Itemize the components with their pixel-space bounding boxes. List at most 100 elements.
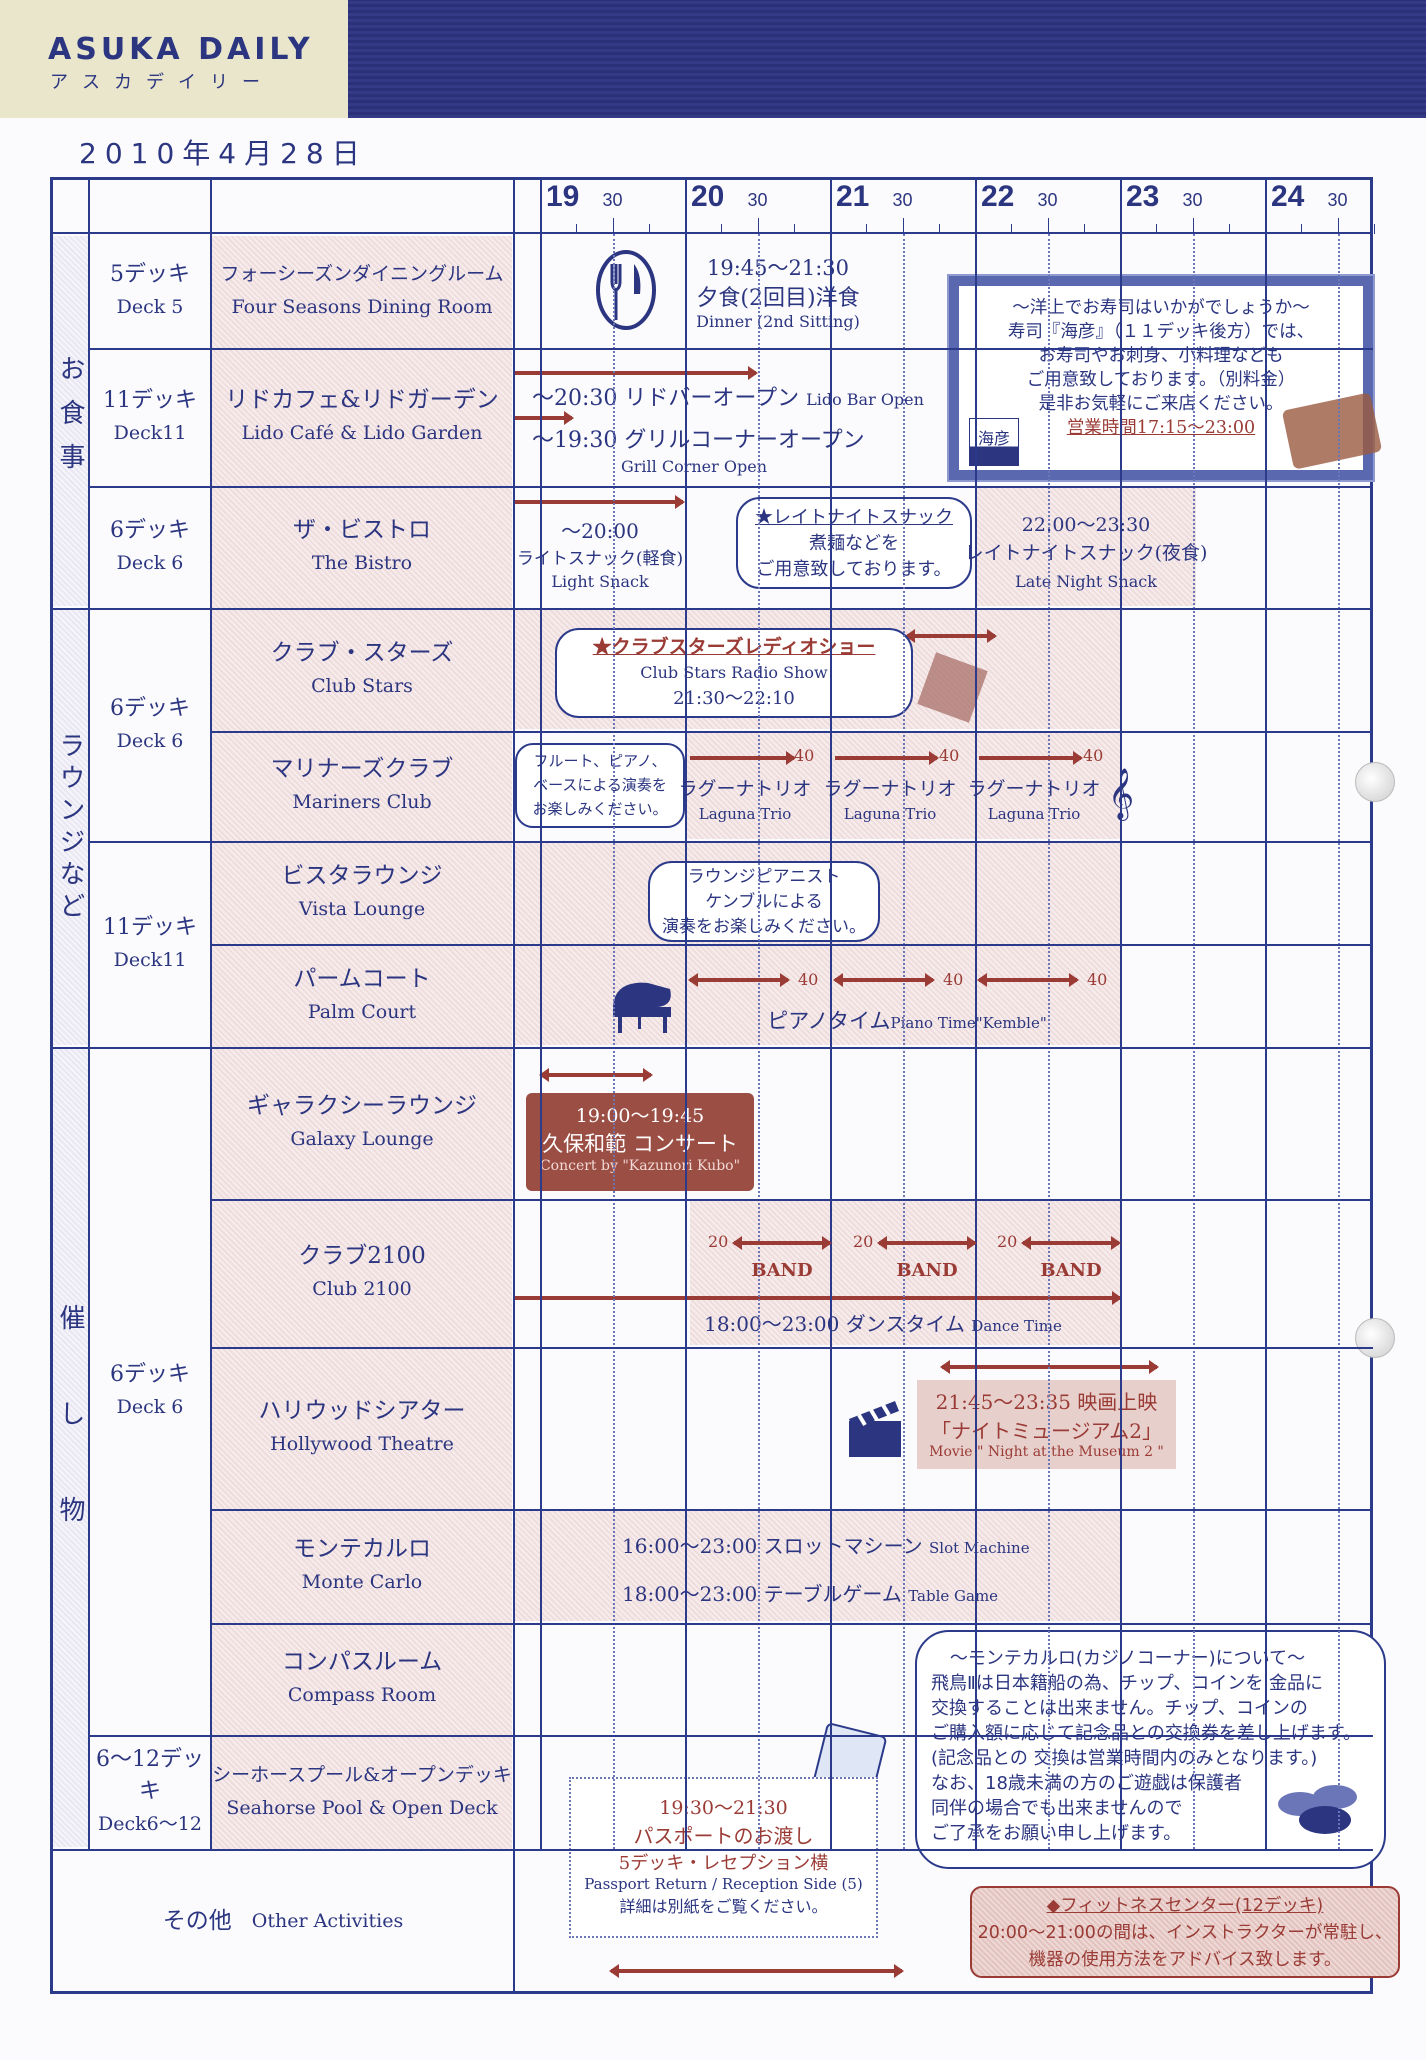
deck-en: Deck6〜12 [98,1813,202,1835]
hour-line [1120,177,1122,1849]
venue-cell-shade [212,946,512,1047]
venue-jp: ビスタラウンジ [281,862,443,889]
time-label: 30 [1327,190,1348,210]
row-divider [50,608,1373,610]
casino-note-title: 〜モンテカルロ(カジノコーナー)について〜 [949,1648,1306,1669]
casino-note-line: 同伴の場合でも出来ませんので [931,1798,1183,1819]
time-tick [1156,224,1158,234]
slot-jp: 16:00〜23:00 スロットマシーン [622,1534,923,1558]
grill-jp: 〜19:30 グリルコーナーオープン [532,428,865,453]
venue-en: Vista Lounge [298,897,426,920]
venue-cell-shade [212,1349,512,1509]
venue-en: Lido Café & Lido Garden [241,422,483,444]
slot-en: Slot Machine [929,1539,1030,1557]
fitness-box: ◆フィットネスセンター(12デッキ) 20:00〜21:00の間は、インストラク… [970,1886,1400,1978]
row-divider [88,486,1373,488]
bubble-line: 演奏をお楽しみください。 [662,917,866,937]
deck-jp: 6デッキ [110,1362,190,1387]
dinner-en: Dinner (2nd Sitting) [696,312,860,331]
time-tick [1228,224,1230,234]
time-label: 21 [836,180,870,213]
deck-en: Deck 6 [116,1396,184,1418]
time-label: 30 [892,190,913,210]
venue-en: Monte Carlo [301,1571,423,1593]
time-tick [1192,218,1194,234]
fitness-line: 機器の使用方法をアドバイス致します。 [1028,1950,1342,1970]
venue-cell-shade [212,1625,512,1735]
time-tick [576,224,578,234]
piano-set-arrow [833,973,935,987]
piano-time-jp: ピアノタイム [767,1009,891,1033]
time-tick [1337,218,1339,234]
row-divider [50,1047,1373,1049]
movie-box: 21:45〜23:35 映画上映 「ナイトミュージアム2」 Movie " Ni… [917,1380,1176,1469]
laguna-trio-en: Laguna Trio [987,805,1081,823]
laguna-trio-arrow [835,751,939,765]
row-divider [50,1849,1373,1851]
bubble-line: お楽しみください。 [532,800,668,818]
logo-title: ASUKA DAILY [48,32,314,67]
grid-line [88,177,90,1849]
hour-line [975,177,977,1849]
half-hour-line [1047,234,1050,1849]
casino-note-line: 交換することは出来ません。チップ、コインの [931,1696,1384,1721]
time-tick [1011,224,1013,234]
row-divider [88,1735,1373,1737]
deck-jp: 6デッキ [110,695,190,721]
late-snack-bubble: ★レイトナイトスナック 煮麺などを ご用意致しております。 [736,497,972,589]
light-snack-en: Light Snack [551,572,649,591]
passport-place: 5デッキ・レセプション横 [618,1853,829,1874]
venue-en: Palm Court [307,1000,417,1023]
time-label: 19 [546,180,580,213]
venue-en: The Bistro [311,552,413,574]
deck-en: Deck 5 [116,296,184,318]
set-minutes: 40 [798,970,819,989]
half-hour-line [1337,234,1340,1849]
passport-arrow [609,1964,904,1978]
laguna-trio-jp: ラグーナトリオ [967,778,1101,800]
clubstars-en: Club Stars Radio Show [640,663,828,682]
clubstars-arrow [905,629,997,643]
time-tick [685,218,686,234]
category-events: 催し物 [53,1049,88,1847]
galaxy-jp: 久保和範 コンサート [542,1132,738,1156]
movie-en: Movie " Night at the Museum 2 " [929,1444,1164,1460]
set-minutes: 40 [794,746,815,765]
movie-time: 21:45〜23:35 映画上映 [935,1390,1158,1414]
row-divider [210,1623,1373,1625]
venue-en: Seahorse Pool & Open Deck [226,1797,498,1819]
fitness-title: ◆フィットネスセンター(12デッキ) [1046,1896,1324,1916]
time-tick [938,224,940,234]
venue-en: Compass Room [287,1684,437,1706]
piano-set-arrow [688,973,790,987]
bubble-line: フルート、ピアノ、 [533,752,667,770]
sushi-line: 是非お気軽にご来店ください。 [1038,394,1284,414]
casino-note-line: 飛鳥Ⅱは日本籍船の為、チップ、コインを 金品に [931,1673,1324,1694]
light-snack-arrow [513,495,685,509]
category-label: 催し物 [55,1304,85,1592]
time-label: 30 [1037,190,1058,210]
venue-cell-shade [212,1511,512,1623]
set-minutes: 40 [939,746,960,765]
piano-icon [608,975,678,1035]
set-minutes: 40 [1087,970,1108,989]
time-label: 22 [981,180,1015,213]
other-en: Other Activities [251,1910,404,1932]
row-divider [210,1509,1373,1511]
venue-en: Club Stars [311,674,413,697]
grid-line [513,177,515,1994]
movie-arrow [940,1360,1159,1374]
deck-jp: 11デッキ [103,388,197,413]
binder-hole [1355,762,1395,802]
hour-line [540,177,542,1849]
time-tick [975,218,976,234]
set-minutes: 40 [943,970,964,989]
dance-time-arrow [513,1291,1122,1305]
dance-time-jp: 18:00〜23:00 ダンスタイム [704,1312,965,1336]
time-tick [866,224,868,234]
half-hour-line [757,234,760,1849]
piano-time-label: ピアノタイムPiano Time"Kemble" [767,1005,1046,1035]
sushi-hours: 営業時間17:15〜23:00 [1066,418,1256,438]
